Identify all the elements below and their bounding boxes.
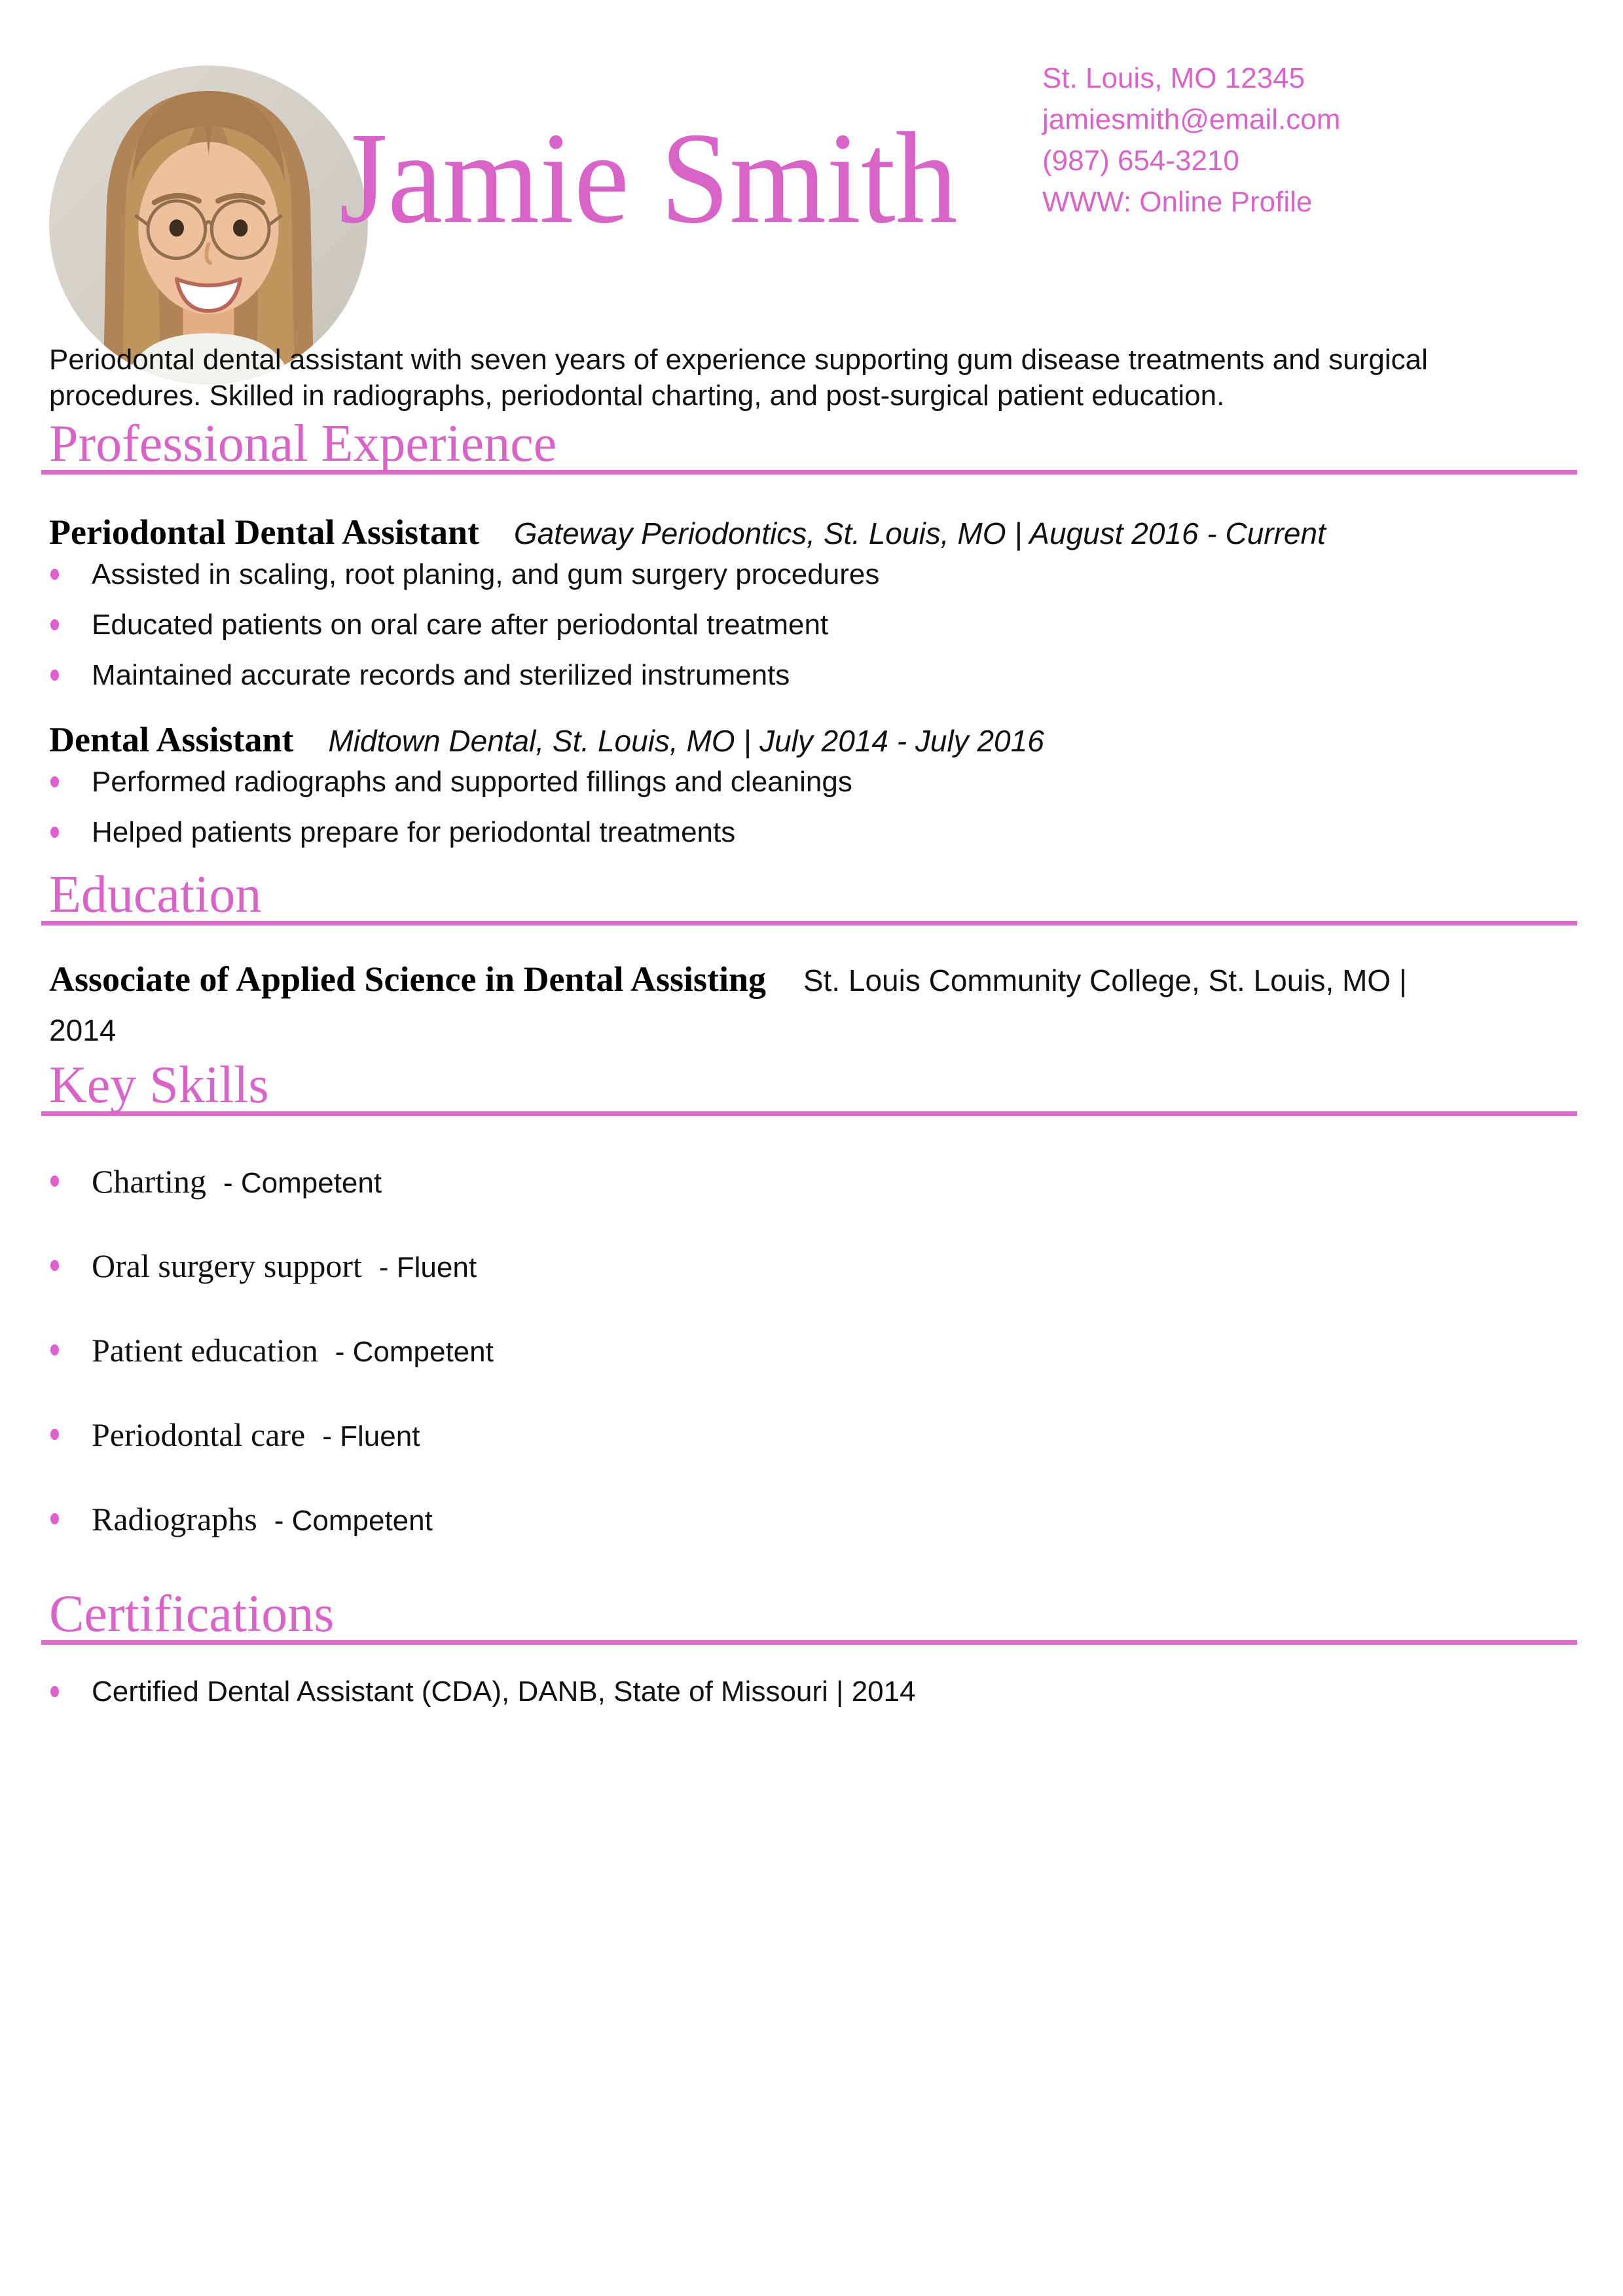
- skill-level: - Competent: [223, 1167, 382, 1199]
- bullet-icon: [50, 1686, 59, 1697]
- job-bullet-text: Assisted in scaling, root planing, and g…: [92, 558, 880, 590]
- skill-list: Charting - Competent Oral surgery support…: [49, 1162, 1577, 1547]
- job-title: Dental Assistant: [49, 720, 294, 759]
- bullet-icon: [50, 1175, 59, 1187]
- summary-text: Periodontal dental assistant with seven …: [49, 344, 1428, 412]
- skill-name: Patient education: [92, 1332, 318, 1369]
- profile-photo: [49, 65, 368, 384]
- contact-email: jamiesmith@email.com: [1042, 103, 1341, 135]
- bullet-icon: [50, 776, 59, 787]
- job-bullet-list: Performed radiographs and supported fill…: [49, 764, 1577, 850]
- job-bullet-text: Maintained accurate records and steriliz…: [92, 659, 790, 691]
- job-entry: Dental Assistant Midtown Dental, St. Lou…: [49, 717, 1577, 850]
- job-meta: Midtown Dental, St. Louis, MO | July 201…: [328, 724, 1044, 758]
- certification-text: Certified Dental Assistant (CDA), DANB, …: [92, 1676, 916, 1708]
- skill-name: Oral surgery support: [92, 1247, 362, 1284]
- section-divider: [41, 1111, 1577, 1116]
- skill-name: Charting: [92, 1163, 206, 1200]
- bullet-icon: [50, 1260, 59, 1271]
- school-info: St. Louis Community College, St. Louis, …: [803, 963, 1407, 997]
- bullet-icon: [50, 619, 59, 630]
- skill-item: Radiographs - Competent: [49, 1499, 1577, 1547]
- skill-level: - Competent: [274, 1505, 433, 1537]
- job-head: Dental Assistant Midtown Dental, St. Lou…: [49, 717, 1577, 764]
- bullet-icon: [50, 1513, 59, 1524]
- section-title-experience: Professional Experience: [49, 415, 557, 473]
- contact-website: WWW: Online Profile: [1042, 186, 1313, 218]
- job-title: Periodontal Dental Assistant: [49, 512, 480, 552]
- bullet-icon: [50, 670, 59, 681]
- job-bullet: Maintained accurate records and steriliz…: [49, 657, 1577, 693]
- profile-photo-illustration: [49, 65, 368, 384]
- skill-item: Periodontal care - Fluent: [49, 1415, 1577, 1463]
- contact-block: St. Louis, MO 12345 jamiesmith@email.com…: [1042, 58, 1340, 223]
- job-bullet-text: Educated patients on oral care after per…: [92, 609, 829, 641]
- education-entry: Associate of Applied Science in Dental A…: [49, 954, 1577, 1055]
- skill-level: - Fluent: [378, 1251, 477, 1283]
- skill-item: Charting - Competent: [49, 1162, 1577, 1210]
- job-bullet: Performed radiographs and supported fill…: [49, 764, 1577, 800]
- section-divider: [41, 1640, 1577, 1645]
- graduation-year: 2014: [49, 1013, 117, 1047]
- section-divider: [41, 921, 1577, 925]
- bullet-icon: [50, 569, 59, 580]
- skill-item: Patient education - Competent: [49, 1331, 1577, 1378]
- skill-level: - Fluent: [322, 1420, 420, 1452]
- skill-name: Periodontal care: [92, 1416, 306, 1453]
- skill-level: - Competent: [335, 1336, 494, 1368]
- candidate-name: Jamie Smith: [339, 106, 958, 251]
- job-bullet: Assisted in scaling, root planing, and g…: [49, 556, 1577, 592]
- job-bullet-text: Performed radiographs and supported fill…: [92, 766, 852, 798]
- degree-name: Associate of Applied Science in Dental A…: [49, 960, 767, 999]
- job-meta: Gateway Periodontics, St. Louis, MO | Au…: [513, 516, 1326, 550]
- bullet-icon: [50, 827, 59, 838]
- resume-body: Periodontal dental assistant with seven …: [41, 0, 1577, 1710]
- job-bullet: Educated patients on oral care after per…: [49, 607, 1577, 643]
- certification-list: Certified Dental Assistant (CDA), DANB, …: [49, 1674, 1577, 1710]
- job-head: Periodontal Dental Assistant Gateway Per…: [49, 509, 1577, 556]
- skill-item: Oral surgery support - Fluent: [49, 1246, 1577, 1294]
- job-bullet-list: Assisted in scaling, root planing, and g…: [49, 556, 1577, 693]
- bullet-icon: [50, 1429, 59, 1440]
- section-divider: [41, 470, 1577, 475]
- contact-address: St. Louis, MO 12345: [1042, 62, 1305, 94]
- section-title-education: Education: [49, 866, 262, 924]
- skill-name: Radiographs: [92, 1501, 257, 1537]
- certification-item: Certified Dental Assistant (CDA), DANB, …: [49, 1674, 1577, 1710]
- contact-phone: (987) 654-3210: [1042, 145, 1239, 177]
- section-title-skills: Key Skills: [49, 1056, 269, 1114]
- bullet-icon: [50, 1344, 59, 1355]
- job-bullet-text: Helped patients prepare for periodontal …: [92, 816, 736, 848]
- job-bullet: Helped patients prepare for periodontal …: [49, 814, 1577, 850]
- job-entry: Periodontal Dental Assistant Gateway Per…: [49, 509, 1577, 693]
- section-title-certifications: Certifications: [49, 1585, 335, 1643]
